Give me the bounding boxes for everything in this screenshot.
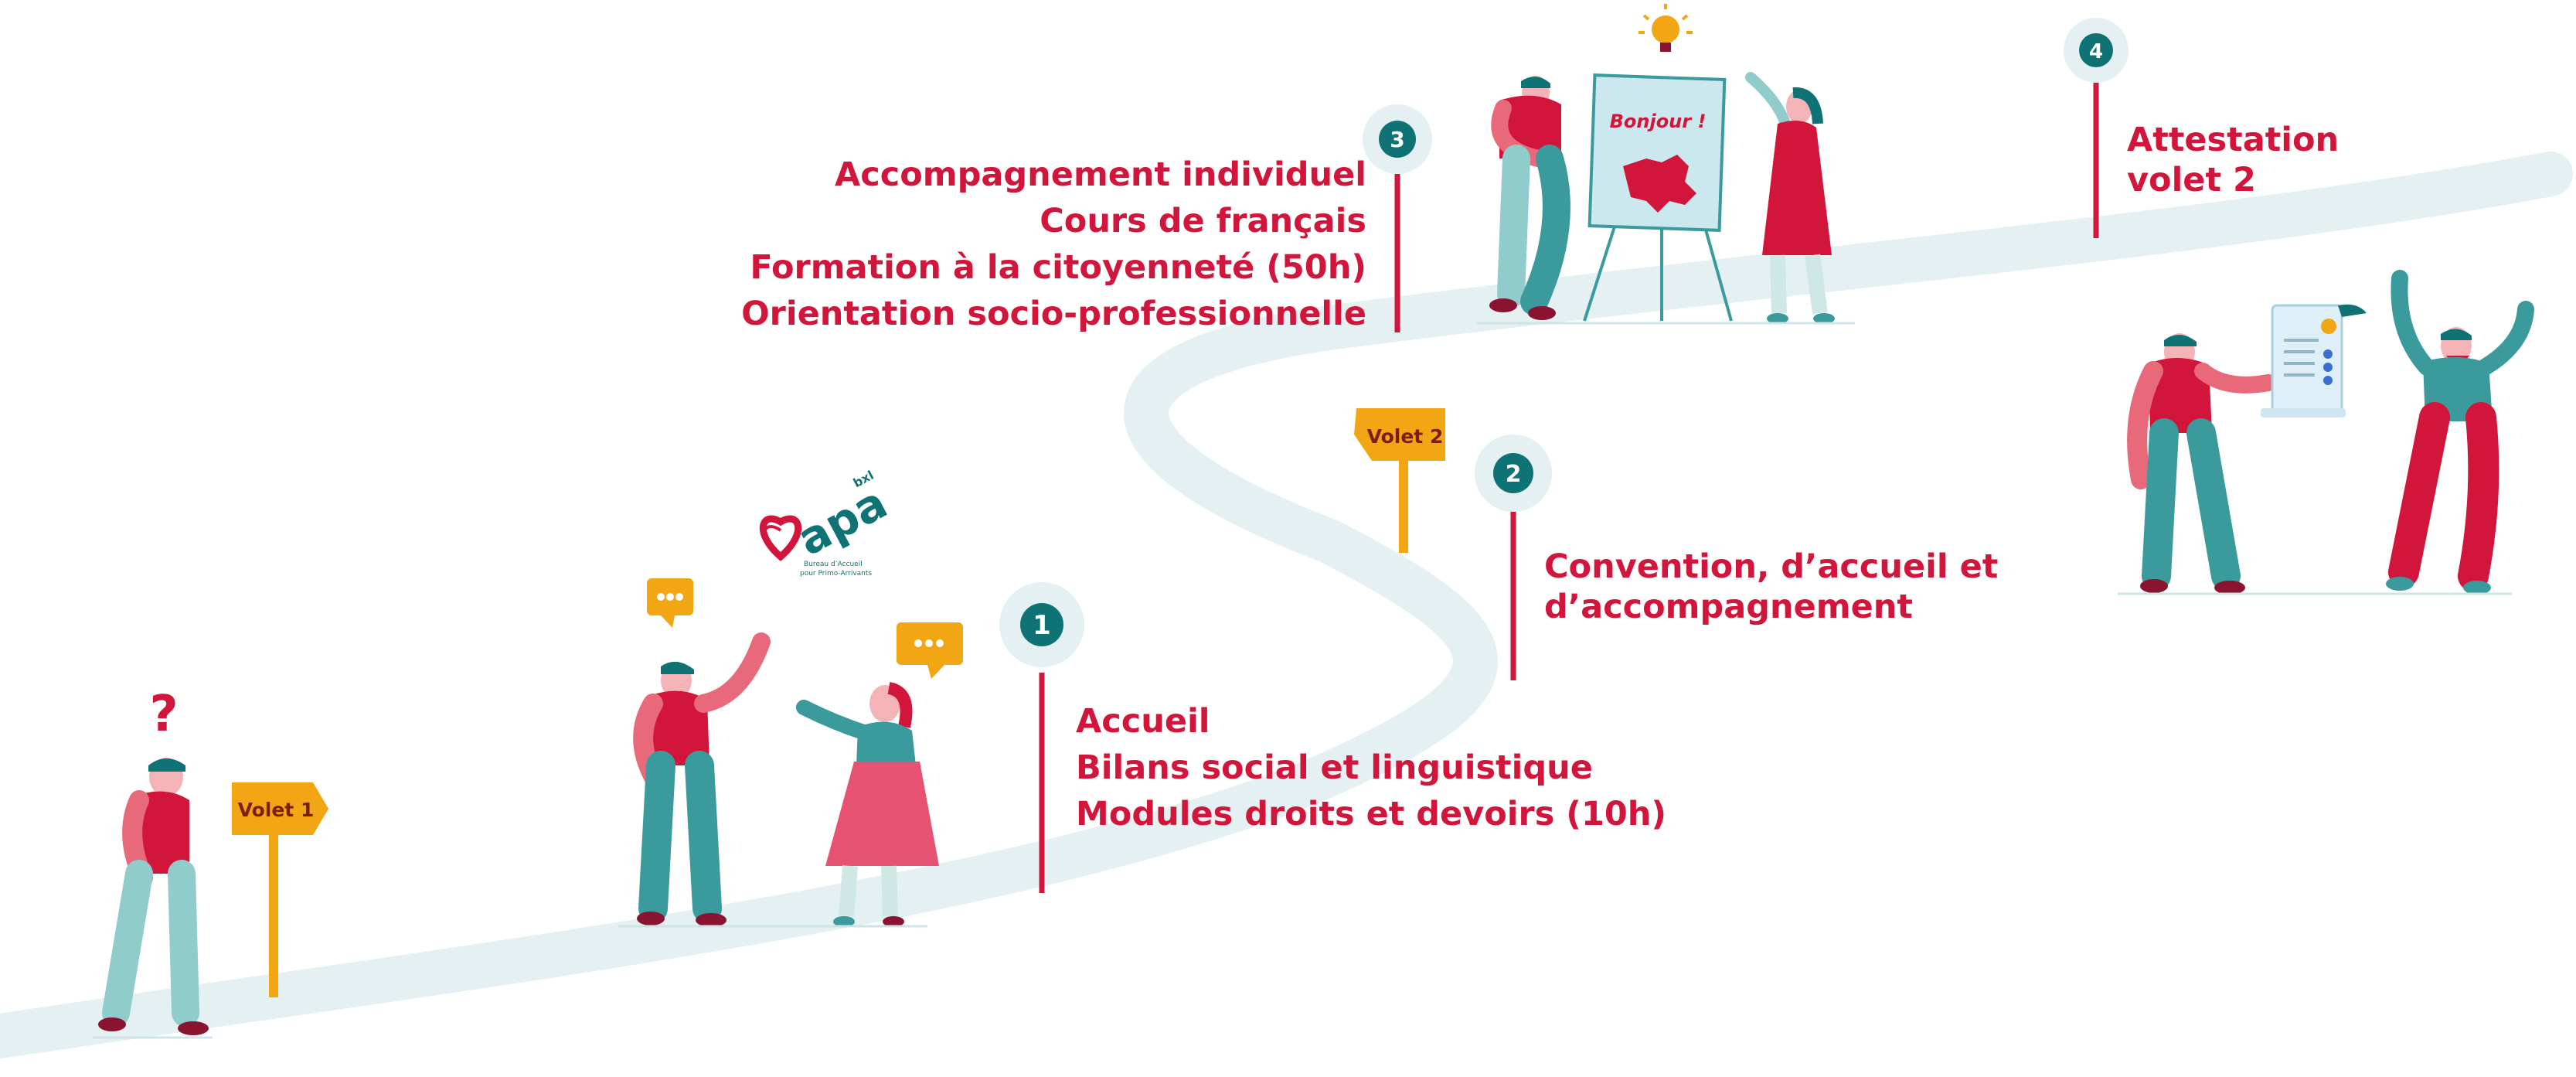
- celebrating-man-figure: [2118, 270, 2534, 595]
- step-4-text: Attestation volet 2: [2127, 124, 2339, 204]
- svg-text:Volet 2: Volet 2: [1367, 425, 1444, 448]
- step-3-line: Cours de français: [1040, 202, 1366, 240]
- svg-text:4: 4: [2089, 40, 2103, 63]
- step-2-marker: 2: [1475, 435, 1552, 680]
- belgium-map-icon: [1623, 155, 1696, 213]
- svg-text:1: 1: [1033, 610, 1051, 641]
- teacher-man-figure: [1489, 76, 1570, 320]
- document-presenter-figure: [2127, 333, 2277, 595]
- greeting-man-figure: [633, 578, 771, 927]
- step-1-line: Modules droits et devoirs (10h): [1076, 795, 1667, 833]
- volet-2-sign: Volet 2: [1354, 408, 1445, 553]
- road-path: [0, 152, 2573, 1058]
- svg-text:Bonjour !: Bonjour !: [1610, 111, 1707, 132]
- speech-bubble-icon: [657, 593, 683, 601]
- checklist-icon: [2261, 304, 2367, 418]
- flipchart-board: Bonjour !: [1583, 73, 1733, 322]
- svg-text:2: 2: [1506, 461, 1522, 488]
- question-mark-icon: ?: [149, 686, 178, 743]
- step-2-line: Convention, d’accueil et: [1544, 547, 1999, 586]
- step-3-marker: 3: [1363, 104, 1432, 332]
- confused-person-figure: ?: [93, 686, 213, 1039]
- lightbulb-icon: [1638, 4, 1693, 52]
- step-1-marker: 1: [999, 582, 1084, 893]
- svg-text:pour Primo-Arrivants: pour Primo-Arrivants: [800, 570, 872, 578]
- greeting-woman-figure: [618, 622, 963, 928]
- svg-text:Bureau d’Accueil: Bureau d’Accueil: [804, 561, 863, 568]
- step-3-line: Accompagnement individuel: [835, 155, 1366, 194]
- svg-text:3: 3: [1390, 127, 1404, 152]
- step-4-line: volet 2: [2127, 161, 2256, 199]
- step-3-line: Orientation socio-professionnelle: [741, 295, 1366, 333]
- step-4-marker: 4: [2064, 18, 2129, 238]
- step-2-line: d’accompagnement: [1544, 588, 1913, 626]
- apa-logo: apa bxl Bureau d’Accueil pour Primo-Arri…: [759, 468, 896, 578]
- step-3-line: Formation à la citoyenneté (50h): [750, 248, 1366, 287]
- step-4-line: Attestation: [2127, 121, 2339, 159]
- step-1-line: Bilans social et linguistique: [1076, 748, 1593, 787]
- svg-text:Volet 1: Volet 1: [238, 799, 315, 821]
- teacher-woman-figure: [1476, 72, 1855, 325]
- step-3-text: Accompagnement individuel Cours de franç…: [741, 158, 1366, 344]
- step-1-line: Accueil: [1076, 702, 1210, 741]
- speech-bubble-icon: [914, 639, 944, 647]
- volet-1-sign: Volet 1: [232, 782, 328, 997]
- svg-text:apa: apa: [789, 476, 896, 566]
- step-1-text: Accueil Bilans social et linguistique Mo…: [1076, 705, 1666, 844]
- step-2-text: Convention, d’accueil et d’accompagnemen…: [1544, 550, 1998, 631]
